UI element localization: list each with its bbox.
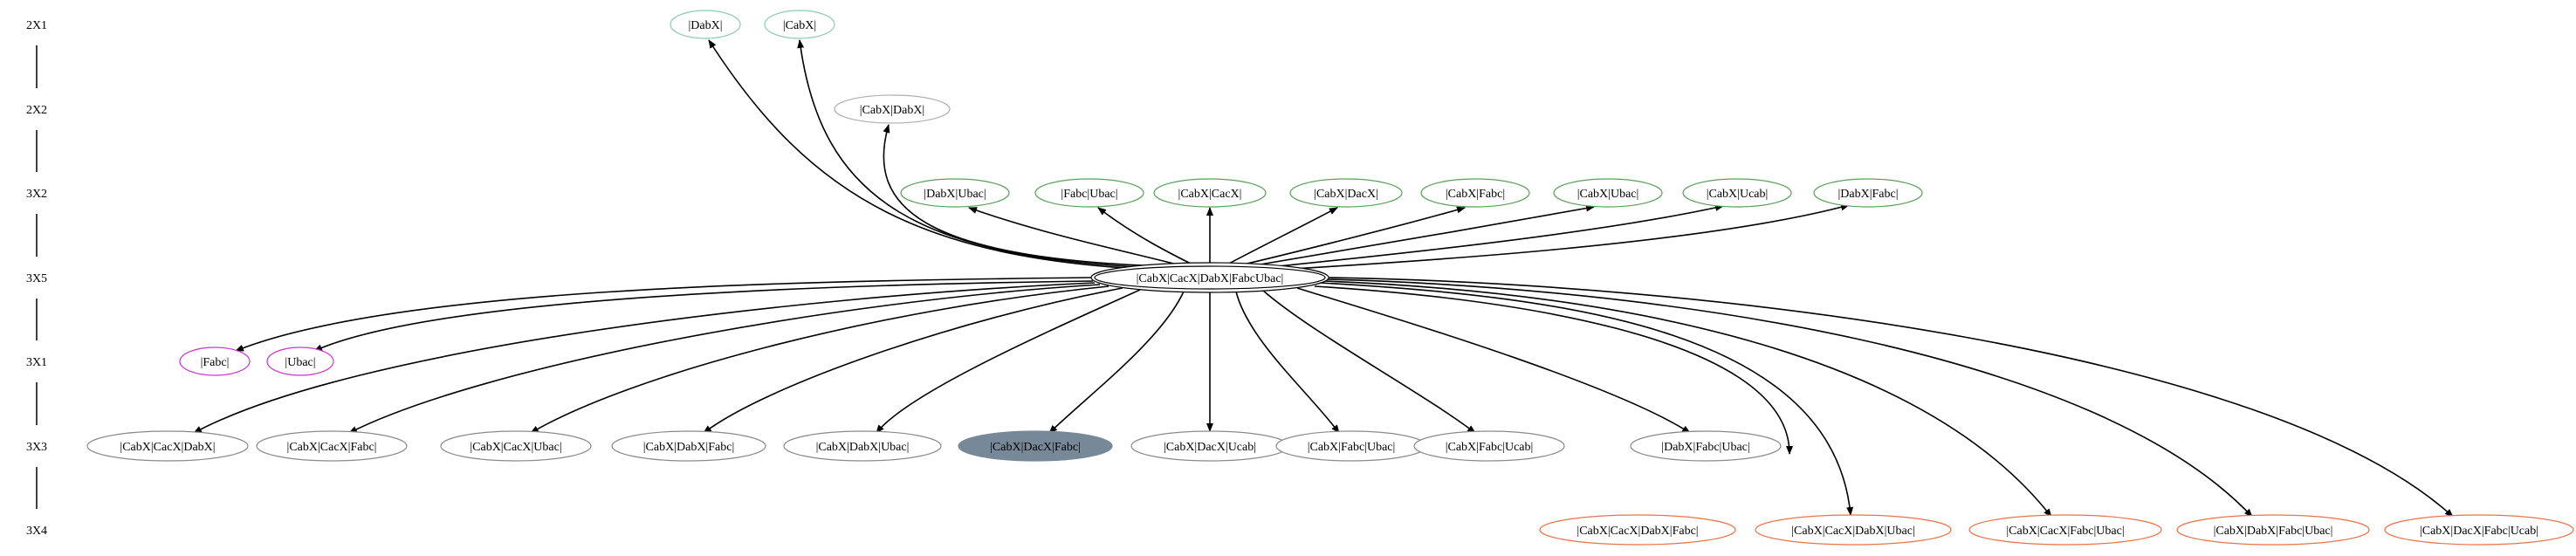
node-n3x1b[interactable]: |Ubac| [266, 347, 334, 376]
edge-root-to-n3x4b [1319, 282, 1854, 516]
node-n3x3e[interactable]: |CabX|DabX|Ubac| [783, 430, 942, 462]
edge-root-to-n3x2b [1097, 207, 1193, 265]
node-n3x3i[interactable]: |CabX|Fabc|Ucab| [1413, 430, 1565, 462]
node-label: |Fabc| [201, 356, 230, 369]
node-n3x4d[interactable]: |CabX|DabX|Fabc|Ubac| [2176, 514, 2370, 546]
node-label: |Fabc|Ubac| [1061, 188, 1117, 201]
node-label: |CabX|DabX|Fabc| [643, 441, 735, 454]
node-n3x2c[interactable]: |CabX|CacX| [1153, 178, 1267, 208]
node-label: |CabX|CacX| [1178, 188, 1242, 201]
edge-root-to-n3x2a [968, 207, 1185, 267]
node-label: |CabX|CacX|Fabc|Ubac| [2006, 525, 2124, 538]
node-n3x1a[interactable]: |Fabc| [179, 347, 251, 376]
edge-root-to-n3x2e [1235, 206, 1466, 267]
node-label: |CabX|DacX| [1314, 188, 1378, 201]
node-label: |DabX|Fabc|Ubac| [1661, 441, 1749, 454]
edge-root-to-n3x3a [193, 282, 1096, 434]
node-label: |CabX| [783, 19, 816, 32]
node-n3x2b[interactable]: |Fabc|Ubac| [1034, 178, 1144, 208]
node-label: |CabX|DabX|Fabc|Ubac| [2214, 525, 2333, 538]
node-label: |CabX|DacX|Fabc|Ucab| [2420, 525, 2538, 538]
node-label: |CabX|Ucab| [1707, 188, 1769, 201]
rank-axis: 2X1 2X2 3X2 3X5 3X1 3X3 3X4 [26, 19, 47, 538]
node-n3x2h[interactable]: |DabX|Fabc| [1813, 178, 1923, 208]
edge-root-to-n3x4a [1314, 285, 1793, 455]
edge-root-to-n3x1a [235, 277, 1092, 352]
node-label: |CabX|CacX|DabX|Fabc| [1577, 525, 1698, 538]
node-n3x4b[interactable]: |CabX|CacX|DabX|Ubac| [1755, 514, 1952, 546]
node-n2x1a[interactable]: |DabX| [670, 10, 741, 39]
rank-label-3X3: 3X3 [26, 441, 47, 454]
node-n3x2g[interactable]: |CabX|Ucab| [1682, 178, 1792, 208]
edge-root-to-n3x2h [1261, 203, 1850, 271]
node-n3x4a[interactable]: |CabX|CacX|DabX|Fabc| [1539, 514, 1736, 546]
rank-label-3X4: 3X4 [26, 525, 47, 538]
node-label: |CabX|CacX|DabX| [120, 441, 215, 454]
rank-label-3X5: 3X5 [26, 272, 47, 285]
node-n3x3f[interactable]: |CabX|DacX|Fabc| [958, 430, 1113, 462]
nodes: |CabX|CacX|DabX|FabcUbac| |DabX| |CabX| |Ca… [86, 10, 2574, 546]
node-label: |CabX|DacX|Ucab| [1164, 441, 1256, 454]
edge-root-to-n3x1b [313, 280, 1094, 352]
rank-label-2X2: 2X2 [26, 104, 47, 117]
node-n3x3b[interactable]: |CabX|CacX|Fabc| [256, 430, 408, 462]
edge-root-to-n3x3h [1235, 291, 1340, 434]
edge-root-to-n3x2d [1226, 207, 1338, 265]
edge-root-to-n2x1b [797, 39, 1185, 270]
node-label: |CabX|DabX| [860, 104, 925, 117]
node-label: |Ubac| [285, 356, 315, 369]
edge-root-to-n3x3b [348, 284, 1101, 434]
node-label: |DabX| [688, 19, 722, 32]
node-n3x3d[interactable]: |CabX|DabX|Fabc| [611, 430, 766, 462]
rank-label-2X1: 2X1 [26, 19, 47, 32]
edge-root-to-n3x3i [1261, 289, 1476, 434]
node-label: |CabX|CacX|Fabc| [287, 441, 377, 454]
rank-label-3X2: 3X2 [26, 188, 47, 201]
edge-root-to-n3x3f [1048, 291, 1185, 434]
edge-root-to-n2x1a [708, 39, 1176, 271]
edge-root-to-n3x3c [530, 285, 1109, 434]
edge-root-to-n3x4c [1322, 280, 2052, 518]
node-label: |CabX|CacX|Ubac| [470, 441, 561, 454]
node-n3x3c[interactable]: |CabX|CacX|Ubac| [440, 430, 592, 462]
edges [193, 39, 2454, 518]
node-label: |CabX|Fabc|Ucab| [1446, 441, 1534, 454]
node-label: |CabX|Fabc|Ubac| [1308, 441, 1396, 454]
edge-root-to-n3x4e [1328, 277, 2454, 518]
node-n3x2d[interactable]: |CabX|DacX| [1289, 178, 1403, 208]
node-n3x3g[interactable]: |CabX|DacX|Ucab| [1130, 430, 1289, 462]
node-n3x4c[interactable]: |CabX|CacX|Fabc|Ubac| [1968, 514, 2162, 546]
node-label: |CabX|CacX|DabX|Ubac| [1791, 525, 1915, 538]
node-n3x2f[interactable]: |CabX|Ubac| [1553, 178, 1663, 208]
node-n3x4e[interactable]: |CabX|DacX|Fabc|Ucab| [2384, 514, 2574, 546]
node-label: |CabX|DabX|Ubac| [816, 441, 910, 454]
node-n3x2e[interactable]: |CabX|Fabc| [1420, 178, 1530, 208]
edge-root-to-n3x2g [1253, 204, 1724, 270]
edge-root-to-n3x3j [1296, 287, 1691, 434]
edge-root-to-n3x2f [1244, 204, 1595, 268]
node-n2x1b[interactable]: |CabX| [764, 10, 835, 39]
node-n3x2a[interactable]: |DabX|Ubac| [900, 178, 1010, 208]
rank-label-3X1: 3X1 [26, 356, 47, 369]
node-n2x2a[interactable]: |CabX|DabX| [834, 94, 951, 124]
edge-root-to-n3x4d [1326, 278, 2253, 518]
node-n3x3h[interactable]: |CabX|Fabc|Ubac| [1275, 430, 1427, 462]
node-n3x3j[interactable]: |DabX|Fabc|Ubac| [1630, 430, 1782, 462]
edge-root-to-n3x3e [876, 289, 1141, 434]
edge-root-to-n3x3d [703, 287, 1123, 434]
node-label: |CabX|CacX|DabX|FabcUbac| [1137, 272, 1284, 285]
edge-root-to-n2x2a [883, 124, 1193, 268]
node-label: |CabX|DacX|Fabc| [990, 441, 1081, 454]
node-label: |CabX|Fabc| [1446, 188, 1505, 201]
node-label: |CabX|Ubac| [1577, 188, 1639, 201]
node-label: |DabX|Ubac| [924, 188, 986, 201]
root-node[interactable]: |CabX|CacX|DabX|FabcUbac| [1090, 262, 1329, 293]
node-label: |DabX|Fabc| [1838, 188, 1898, 201]
node-n3x3a[interactable]: |CabX|CacX|DabX| [86, 430, 249, 462]
